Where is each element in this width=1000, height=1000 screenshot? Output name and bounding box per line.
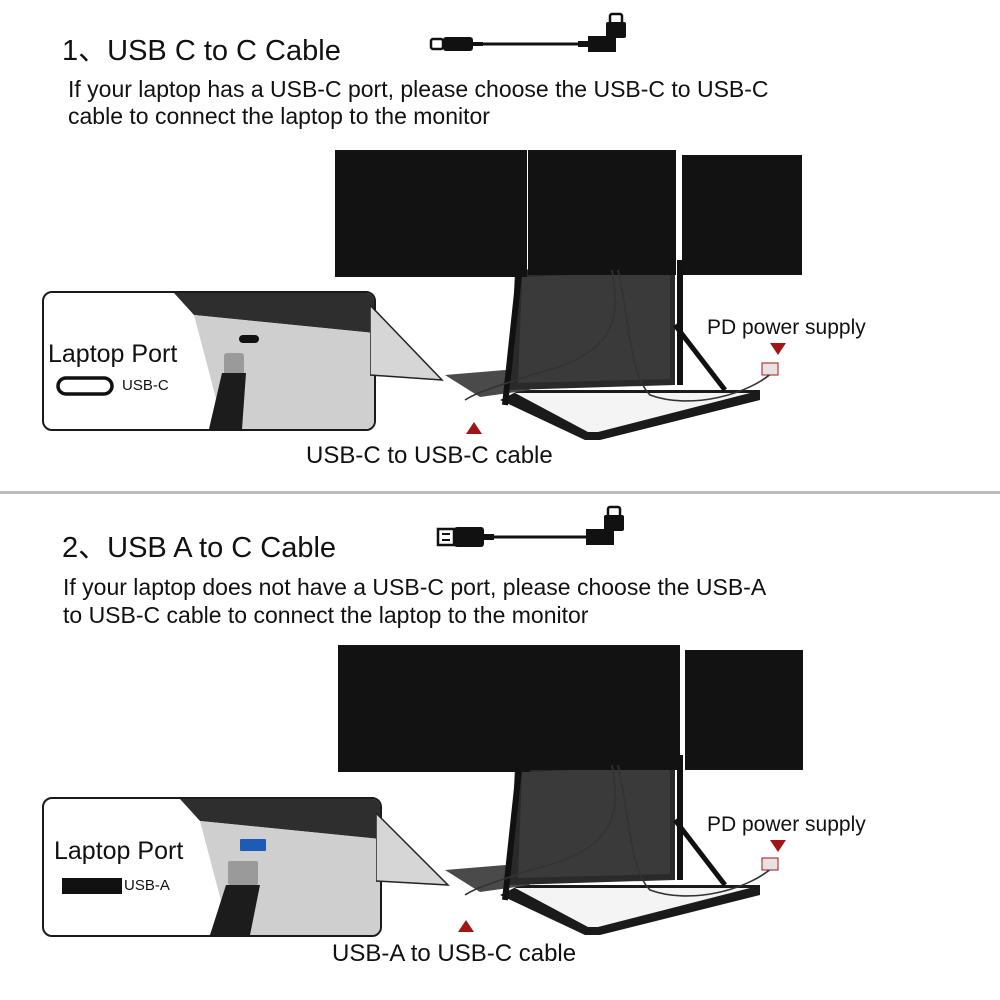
triple-monitor-illustration — [338, 645, 803, 935]
section-title: 1、USB C to C Cable — [62, 35, 341, 67]
section-divider — [0, 491, 1000, 494]
section-description-line1: If your laptop has a USB-C port, please … — [68, 76, 769, 102]
triple-monitor-illustration — [335, 150, 802, 440]
cable-marker — [458, 920, 474, 932]
usb-a-to-c-cable-icon — [436, 505, 624, 547]
power-supply-label: PD power supply — [707, 813, 866, 836]
section-description-line1: If your laptop does not have a USB-C por… — [63, 574, 767, 600]
cable-label: USB-A to USB-C cable — [332, 940, 577, 967]
laptop-port-callout: Laptop Port USB-A — [42, 797, 382, 937]
section-usb-c-to-c: 1、USB C to C Cable If your laptop has a … — [42, 12, 866, 469]
callout-title: Laptop Port — [54, 837, 184, 865]
callout-pointer — [370, 305, 444, 381]
port-type-label: USB-A — [124, 877, 170, 894]
callout-title: Laptop Port — [48, 340, 178, 368]
cable-label: USB-C to USB-C cable — [306, 442, 553, 469]
power-supply-marker — [770, 840, 786, 852]
power-supply-label: PD power supply — [707, 316, 866, 339]
usb-c-to-c-cable-icon — [429, 12, 626, 52]
laptop-port-callout: Laptop Port USB-C — [42, 291, 376, 431]
power-supply-marker — [770, 343, 786, 355]
cable-marker — [466, 422, 482, 434]
section-usb-a-to-c: 2、USB A to C Cable If your laptop does n… — [0, 495, 1000, 995]
port-type-label: USB-C — [122, 377, 169, 394]
usb-a-port-icon — [62, 878, 122, 894]
laptop-edge-closeup — [174, 293, 374, 429]
section-title: 2、USB A to C Cable — [62, 532, 337, 564]
usb-c-port-icon — [56, 376, 114, 396]
section-description-line2: to USB-C cable to connect the laptop to … — [63, 602, 589, 628]
callout-pointer — [376, 813, 450, 886]
section-description-line2: cable to connect the laptop to the monit… — [68, 103, 490, 129]
laptop-edge-closeup — [180, 799, 380, 935]
